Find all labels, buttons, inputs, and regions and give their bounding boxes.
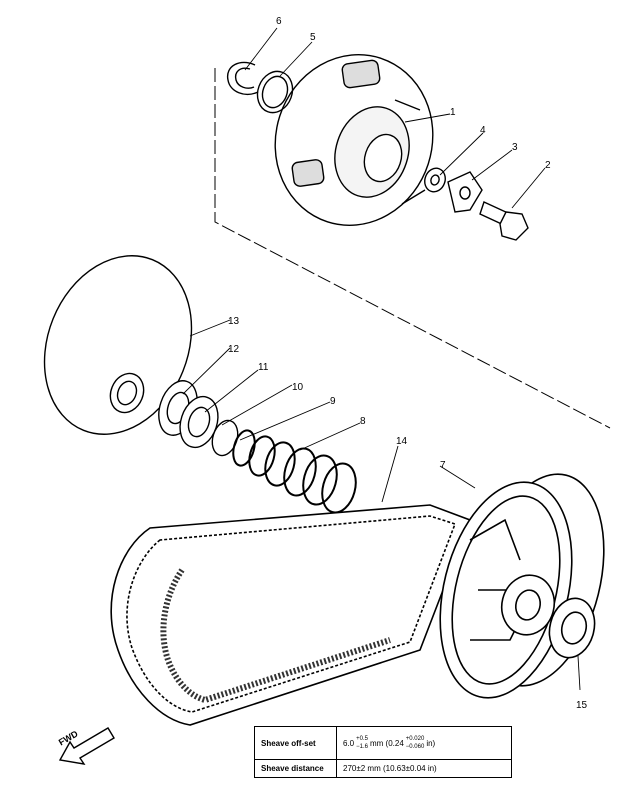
offset-tol-minus: −1.6 xyxy=(356,744,368,750)
primary-sheave xyxy=(274,54,434,226)
callout-6: 6 xyxy=(276,16,282,27)
sheave-distance-value: 270±2 mm (10.63±0.04 in) xyxy=(343,763,437,773)
sheave-distance-label: Sheave distance xyxy=(255,759,337,777)
callout-10: 10 xyxy=(292,382,304,393)
drive-belt-part-14 xyxy=(110,504,472,726)
callout-3: 3 xyxy=(512,142,518,153)
offset-tolerance: +0.5 −1.6 xyxy=(356,735,368,751)
callout-4: 4 xyxy=(480,125,486,136)
circlip-part-5 xyxy=(256,70,294,114)
offset-inch-unit: in) xyxy=(426,738,436,748)
fixed-sheave-part-13 xyxy=(43,255,193,435)
spec-table: Sheave off-set 6.0 +0.5 −1.6 mm (0.24 +0… xyxy=(254,726,512,778)
callout-2: 2 xyxy=(545,160,551,171)
callout-14: 14 xyxy=(396,436,408,447)
collar-part-15 xyxy=(548,597,596,659)
movable-sheave-part-7 xyxy=(439,473,605,699)
washer-part-4 xyxy=(424,167,446,193)
callout-12: 12 xyxy=(228,344,240,355)
offset-inch-tol-minus: −0.060 xyxy=(405,744,425,750)
callout-15: 15 xyxy=(576,700,588,711)
callout-13: 13 xyxy=(228,316,240,327)
collar-part-11 xyxy=(179,395,219,449)
callout-5: 5 xyxy=(310,32,316,43)
offset-unit: mm xyxy=(369,738,384,748)
sheave-offset-value: 6.0 +0.5 −1.6 mm (0.24 +0.020 −0.060 in) xyxy=(337,727,511,759)
lock-plate-part-3 xyxy=(447,171,483,213)
forward-arrow-icon xyxy=(58,727,115,765)
callout-7: 7 xyxy=(440,460,446,471)
callout-11: 11 xyxy=(258,362,269,373)
assembly-boundary-lines xyxy=(214,68,611,429)
leader-lines xyxy=(182,27,581,691)
spec-row-sheave-distance: Sheave distance 270±2 mm (10.63±0.04 in) xyxy=(255,759,511,777)
offset-inch-tolerance: +0.020 −0.060 xyxy=(406,735,425,751)
callout-8: 8 xyxy=(360,416,366,427)
offset-value: 6.0 xyxy=(343,738,355,748)
offset-inch-tol-plus: +0.020 xyxy=(405,736,425,742)
bolt-part-2 xyxy=(479,201,529,241)
callout-1: 1 xyxy=(450,107,456,118)
spring-part-8 xyxy=(232,429,357,514)
spec-row-sheave-offset: Sheave off-set 6.0 +0.5 −1.6 mm (0.24 +0… xyxy=(255,727,511,760)
callout-labels: 6 5 1 4 3 2 13 12 11 10 9 8 14 7 15 xyxy=(228,16,588,711)
offset-inch-value: (0.24 xyxy=(385,738,404,748)
sheave-offset-label: Sheave off-set xyxy=(255,727,337,759)
offset-tol-plus: +0.5 xyxy=(356,736,368,742)
clip-part-6 xyxy=(226,61,259,96)
callout-9: 9 xyxy=(330,396,336,407)
